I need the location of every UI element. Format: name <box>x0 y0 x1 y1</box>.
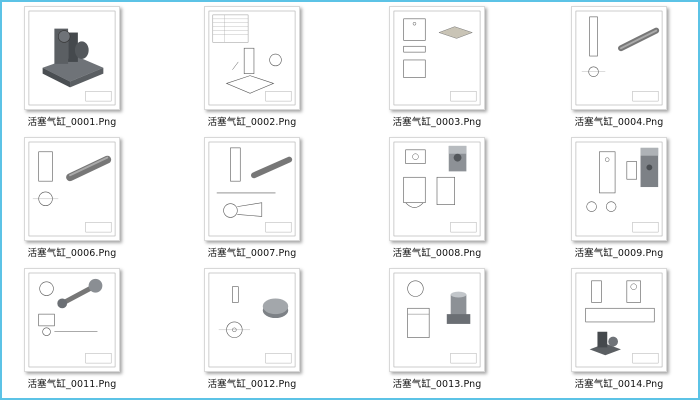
file-tile[interactable]: 活塞气缸_0002.Png <box>172 6 332 134</box>
base-drawing-thumbnail[interactable] <box>389 6 485 110</box>
assembly-drawing-thumbnail[interactable] <box>204 6 300 110</box>
file-tile[interactable]: 活塞气缸_0009.Png <box>539 137 699 265</box>
file-name-label: 活塞气缸_0011.Png <box>27 379 117 390</box>
fly-wheel-drawing-thumbnail[interactable] <box>204 268 300 372</box>
connecting-rod-drawing-thumbnail[interactable] <box>571 6 667 110</box>
file-name-label: 活塞气缸_0004.Png <box>574 117 664 128</box>
file-name-label: 活塞气缸_0009.Png <box>574 248 664 259</box>
file-name-label: 活塞气缸_0001.Png <box>27 117 117 128</box>
valve-block-drawing-thumbnail[interactable] <box>571 137 667 241</box>
file-name-label: 活塞气缸_0006.Png <box>27 248 117 259</box>
file-tile[interactable]: 活塞气缸_0004.Png <box>539 6 699 134</box>
file-tile[interactable]: 活塞气缸_0013.Png <box>357 268 517 396</box>
crankpin-drawing-thumbnail[interactable] <box>24 137 120 241</box>
file-name-label: 活塞气缸_0008.Png <box>392 248 482 259</box>
part-drawing-thumbnail[interactable] <box>389 268 485 372</box>
file-tile[interactable]: 活塞气缸_0006.Png <box>0 137 152 265</box>
file-name-label: 活塞气缸_0002.Png <box>207 117 297 128</box>
cylinder-drawing-thumbnail[interactable] <box>389 137 485 241</box>
rocker-drawing-thumbnail[interactable] <box>204 137 300 241</box>
file-tile[interactable]: 活塞气缸_0012.Png <box>172 268 332 396</box>
file-name-label: 活塞气缸_0013.Png <box>392 379 482 390</box>
file-name-label: 活塞气缸_0012.Png <box>207 379 297 390</box>
file-tile[interactable]: 活塞气缸_0001.Png <box>0 6 152 134</box>
file-tile[interactable]: 活塞气缸_0011.Png <box>0 268 152 396</box>
file-name-label: 活塞气缸_0014.Png <box>574 379 664 390</box>
piston-drawing-thumbnail[interactable] <box>24 268 120 372</box>
file-tile[interactable]: 活塞气缸_0014.Png <box>539 268 699 396</box>
file-name-label: 活塞气缸_0003.Png <box>392 117 482 128</box>
file-tile[interactable]: 活塞气缸_0007.Png <box>172 137 332 265</box>
file-name-label: 活塞气缸_0007.Png <box>207 248 297 259</box>
file-tile[interactable]: 活塞气缸_0008.Png <box>357 137 517 265</box>
file-tile[interactable]: 活塞气缸_0003.Png <box>357 6 517 134</box>
assembly-iso-thumbnail[interactable] <box>24 6 120 110</box>
assembly-exploded-thumbnail[interactable] <box>571 268 667 372</box>
